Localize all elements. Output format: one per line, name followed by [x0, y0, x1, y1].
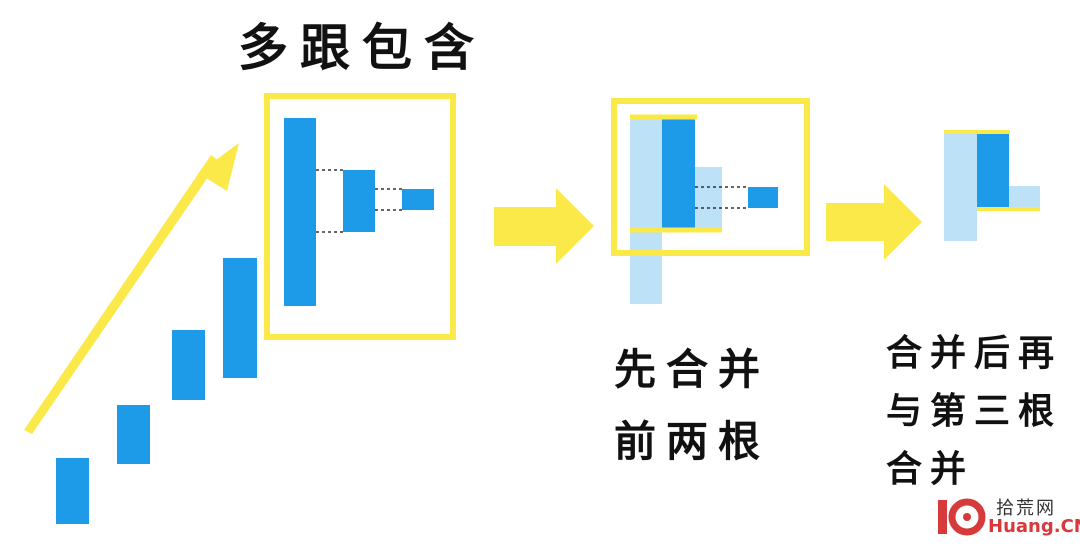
- step3-ghost-candle-large: [944, 131, 977, 241]
- step2-ghost-candle-medium: [694, 167, 722, 228]
- step3-ghost-candle-small: [1008, 186, 1040, 208]
- step2-caption-line-2: 前两根: [614, 417, 771, 466]
- step1-candle-small: [402, 189, 434, 210]
- step2-highlight-box: [611, 98, 810, 256]
- step2-ghost-candle-large: [630, 116, 662, 304]
- right-arrow-icon: [494, 188, 594, 264]
- uptrend-candle-2: [117, 405, 150, 464]
- step1-inclusion-group: [264, 93, 456, 340]
- step2-merge-group: [611, 98, 810, 304]
- right-arrow-icon: [826, 184, 922, 260]
- step3-caption-line-2: 与第三根: [886, 391, 1063, 432]
- watermark: 拾荒网 Huang.CN: [934, 494, 1080, 542]
- step2-caption-line-1: 先合并: [614, 345, 771, 394]
- step1-candle-large: [284, 118, 316, 306]
- step2-candle-small: [748, 187, 778, 208]
- step1-candle-medium: [343, 170, 375, 232]
- watermark-domain: Huang.CN: [988, 516, 1080, 537]
- uptrend-candle-4: [223, 258, 257, 378]
- uptrend-candles: [56, 258, 257, 524]
- step2-merged-candle: [662, 117, 695, 228]
- uptrend-candle-1: [56, 458, 89, 524]
- watermark-site-name: 拾荒网: [996, 498, 1056, 519]
- step3-caption-line-3: 合并: [886, 449, 975, 490]
- step3-merged-candle: [977, 131, 1009, 208]
- diagram-title: 多跟包含: [238, 19, 486, 77]
- trend-arrow-icon: [24, 143, 239, 434]
- uptrend-candle-3: [172, 330, 205, 400]
- step3-caption-line-1: 合并后再: [886, 333, 1063, 374]
- step3-merge-group: [944, 130, 1040, 241]
- watermark-logo-icon: [938, 498, 986, 536]
- step1-highlight-box: [264, 93, 456, 340]
